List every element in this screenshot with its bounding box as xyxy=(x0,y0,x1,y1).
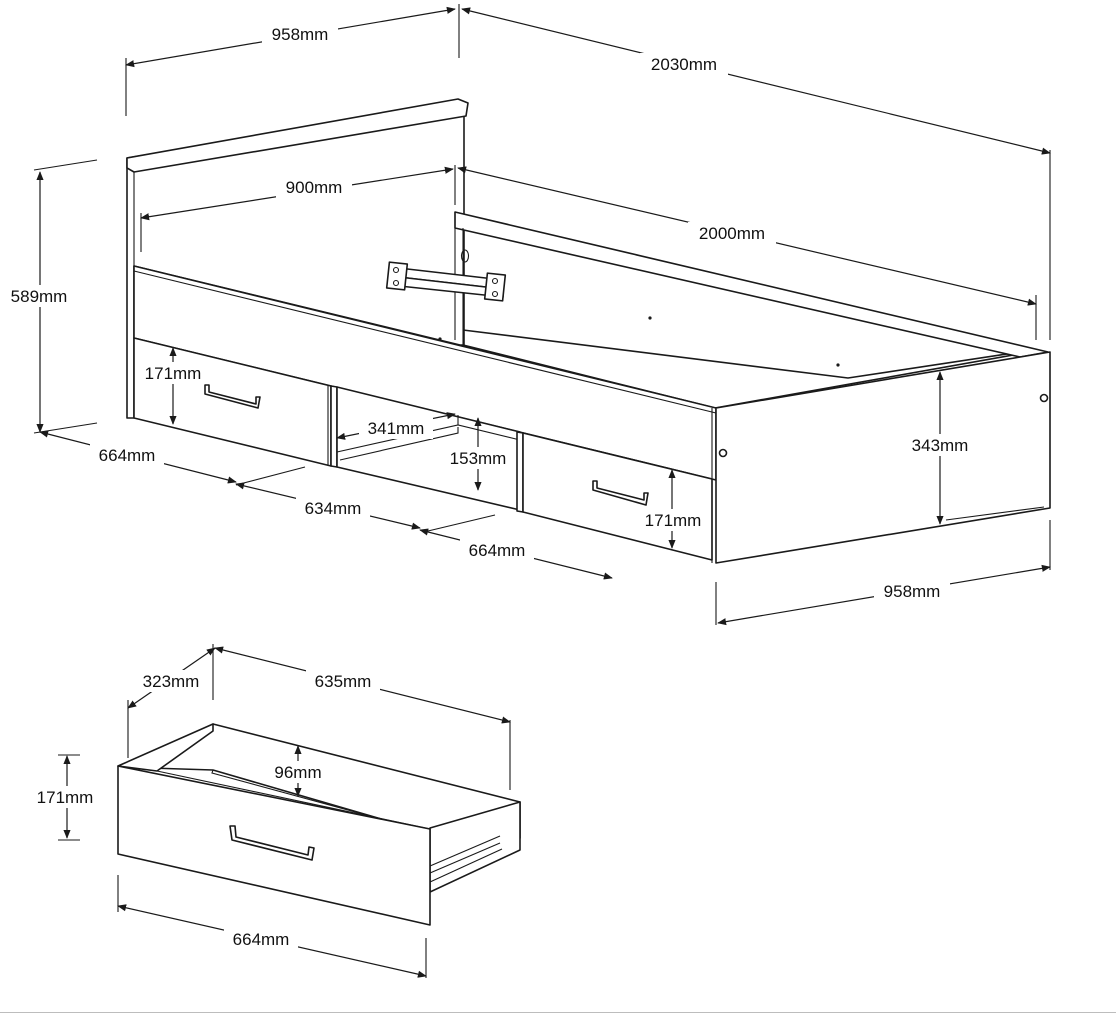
label-left-section-width: 664mm xyxy=(99,446,156,465)
label-drawer-inner-height: 96mm xyxy=(274,763,321,782)
label-drawer-height: 171mm xyxy=(37,788,94,807)
bottom-rule xyxy=(0,1012,1116,1013)
label-side-height: 343mm xyxy=(912,436,969,455)
label-right-section-width: 664mm xyxy=(469,541,526,560)
label-inner-length: 2000mm xyxy=(699,224,765,243)
label-bed-width-top: 958mm xyxy=(272,25,329,44)
label-bed-width-bottom: 958mm xyxy=(884,582,941,601)
label-right-drawer-height: 171mm xyxy=(645,511,702,530)
label-drawer-front-width: 664mm xyxy=(233,930,290,949)
drawer-front-panel xyxy=(117,765,431,926)
dim-line-bed-length xyxy=(461,7,1051,155)
label-drawer-depth: 323mm xyxy=(143,672,200,691)
drawer xyxy=(117,723,521,926)
right-drawer-handle-icon xyxy=(592,480,649,506)
footboard-panel xyxy=(715,351,1051,564)
section-divider xyxy=(330,385,338,468)
bolt-hole-icon xyxy=(1039,393,1049,403)
label-left-drawer-height: 171mm xyxy=(145,364,202,383)
label-middle-section-width: 634mm xyxy=(305,499,362,518)
label-drawer-length: 635mm xyxy=(315,672,372,691)
drawer-handle-icon xyxy=(229,825,315,861)
label-inner-width: 900mm xyxy=(286,178,343,197)
extension-lines xyxy=(33,4,1051,978)
bolt-hole-icon xyxy=(718,448,728,458)
left-drawer-handle-icon xyxy=(204,384,261,409)
dimension-labels: 958mm 2030mm 900mm 2000mm 589mm 171mm 66… xyxy=(2,23,978,950)
bed xyxy=(126,98,1051,564)
label-bed-length-total: 2030mm xyxy=(651,55,717,74)
label-shelf-height: 153mm xyxy=(450,449,507,468)
label-headboard-height: 589mm xyxy=(11,287,68,306)
label-shelf-width: 341mm xyxy=(368,419,425,438)
